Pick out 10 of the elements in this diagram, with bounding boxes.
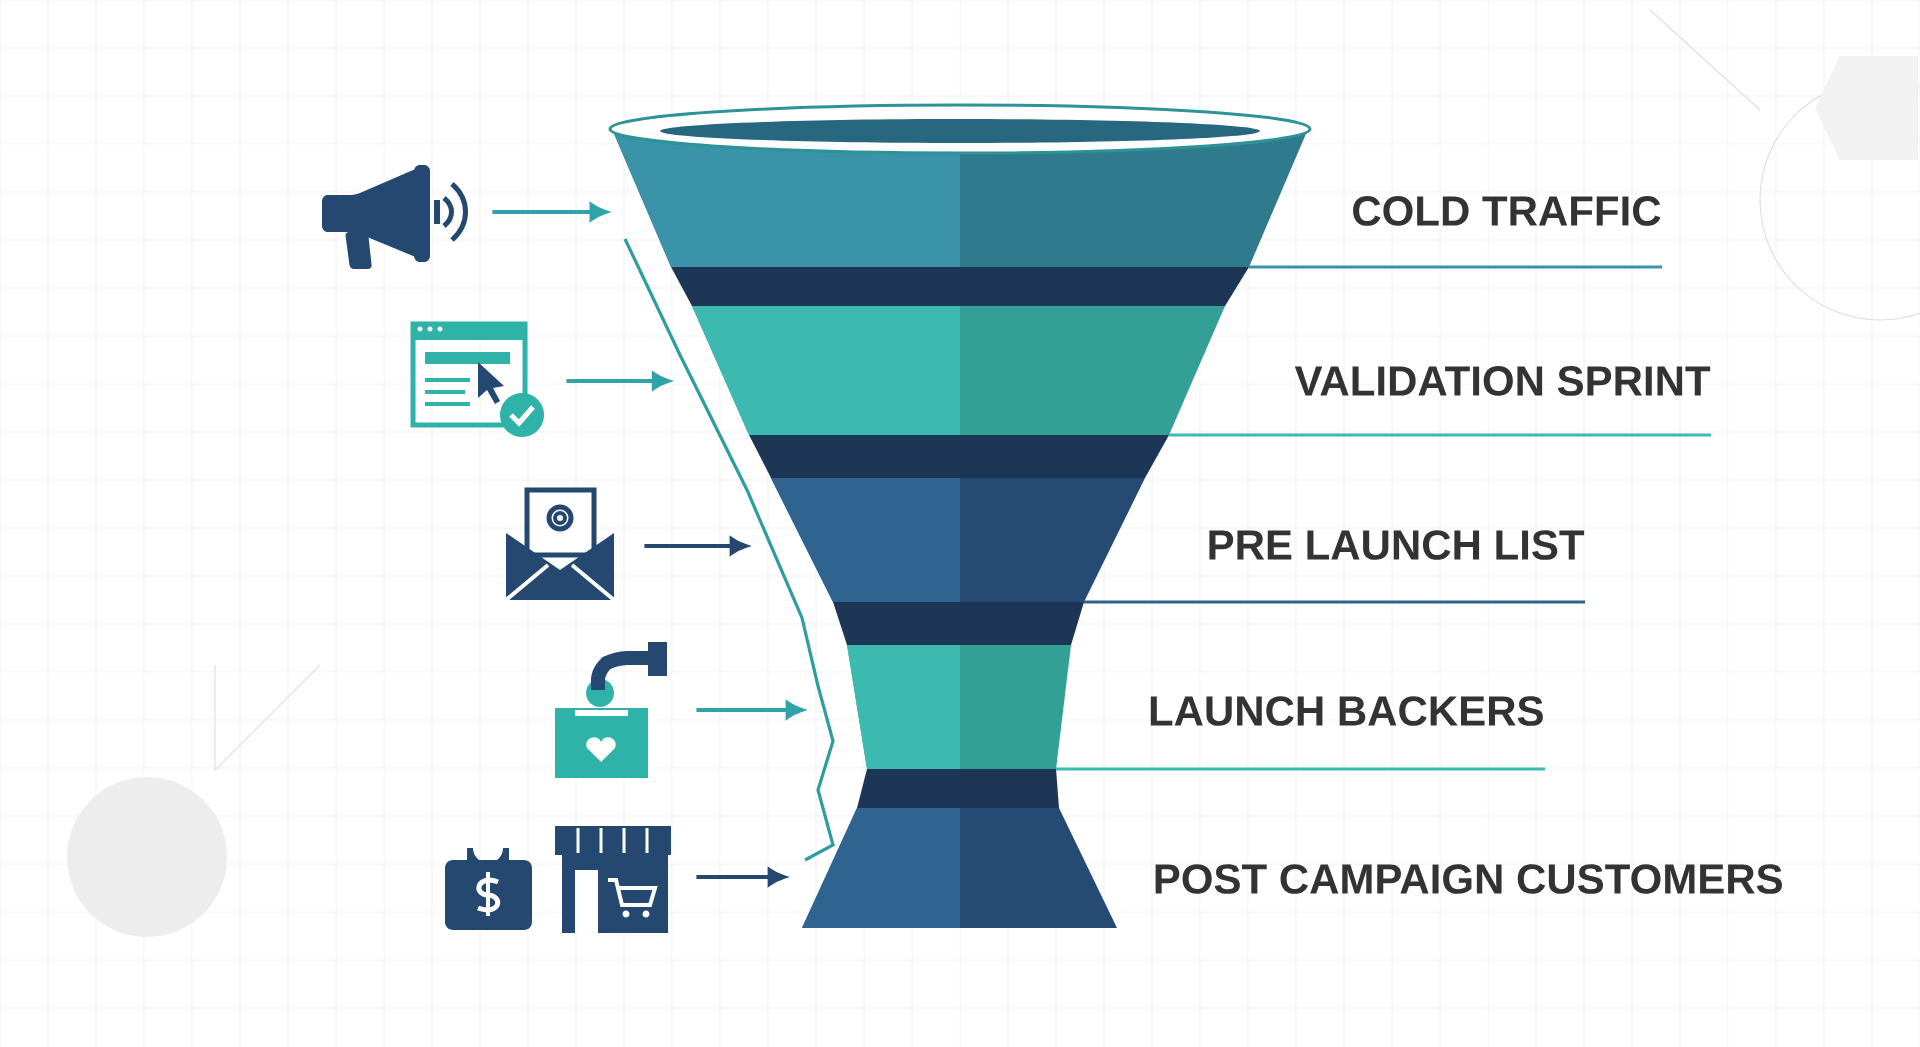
- envelope-icon: [504, 487, 616, 602]
- browser-icon: [410, 321, 544, 437]
- stage-label: LAUNCH BACKERS: [1150, 696, 1543, 726]
- shopping-icons: [445, 826, 671, 933]
- stage-label: POST CAMPAIGN CUSTOMERS: [1155, 864, 1782, 894]
- stage-label: COLD TRAFFIC: [1353, 196, 1661, 226]
- megaphone-icon: [322, 165, 468, 269]
- stage-label: VALIDATION SPRINT: [1294, 366, 1711, 396]
- stage-label: PRE LAUNCH LIST: [1209, 530, 1585, 560]
- donation-box-icon: [555, 642, 667, 778]
